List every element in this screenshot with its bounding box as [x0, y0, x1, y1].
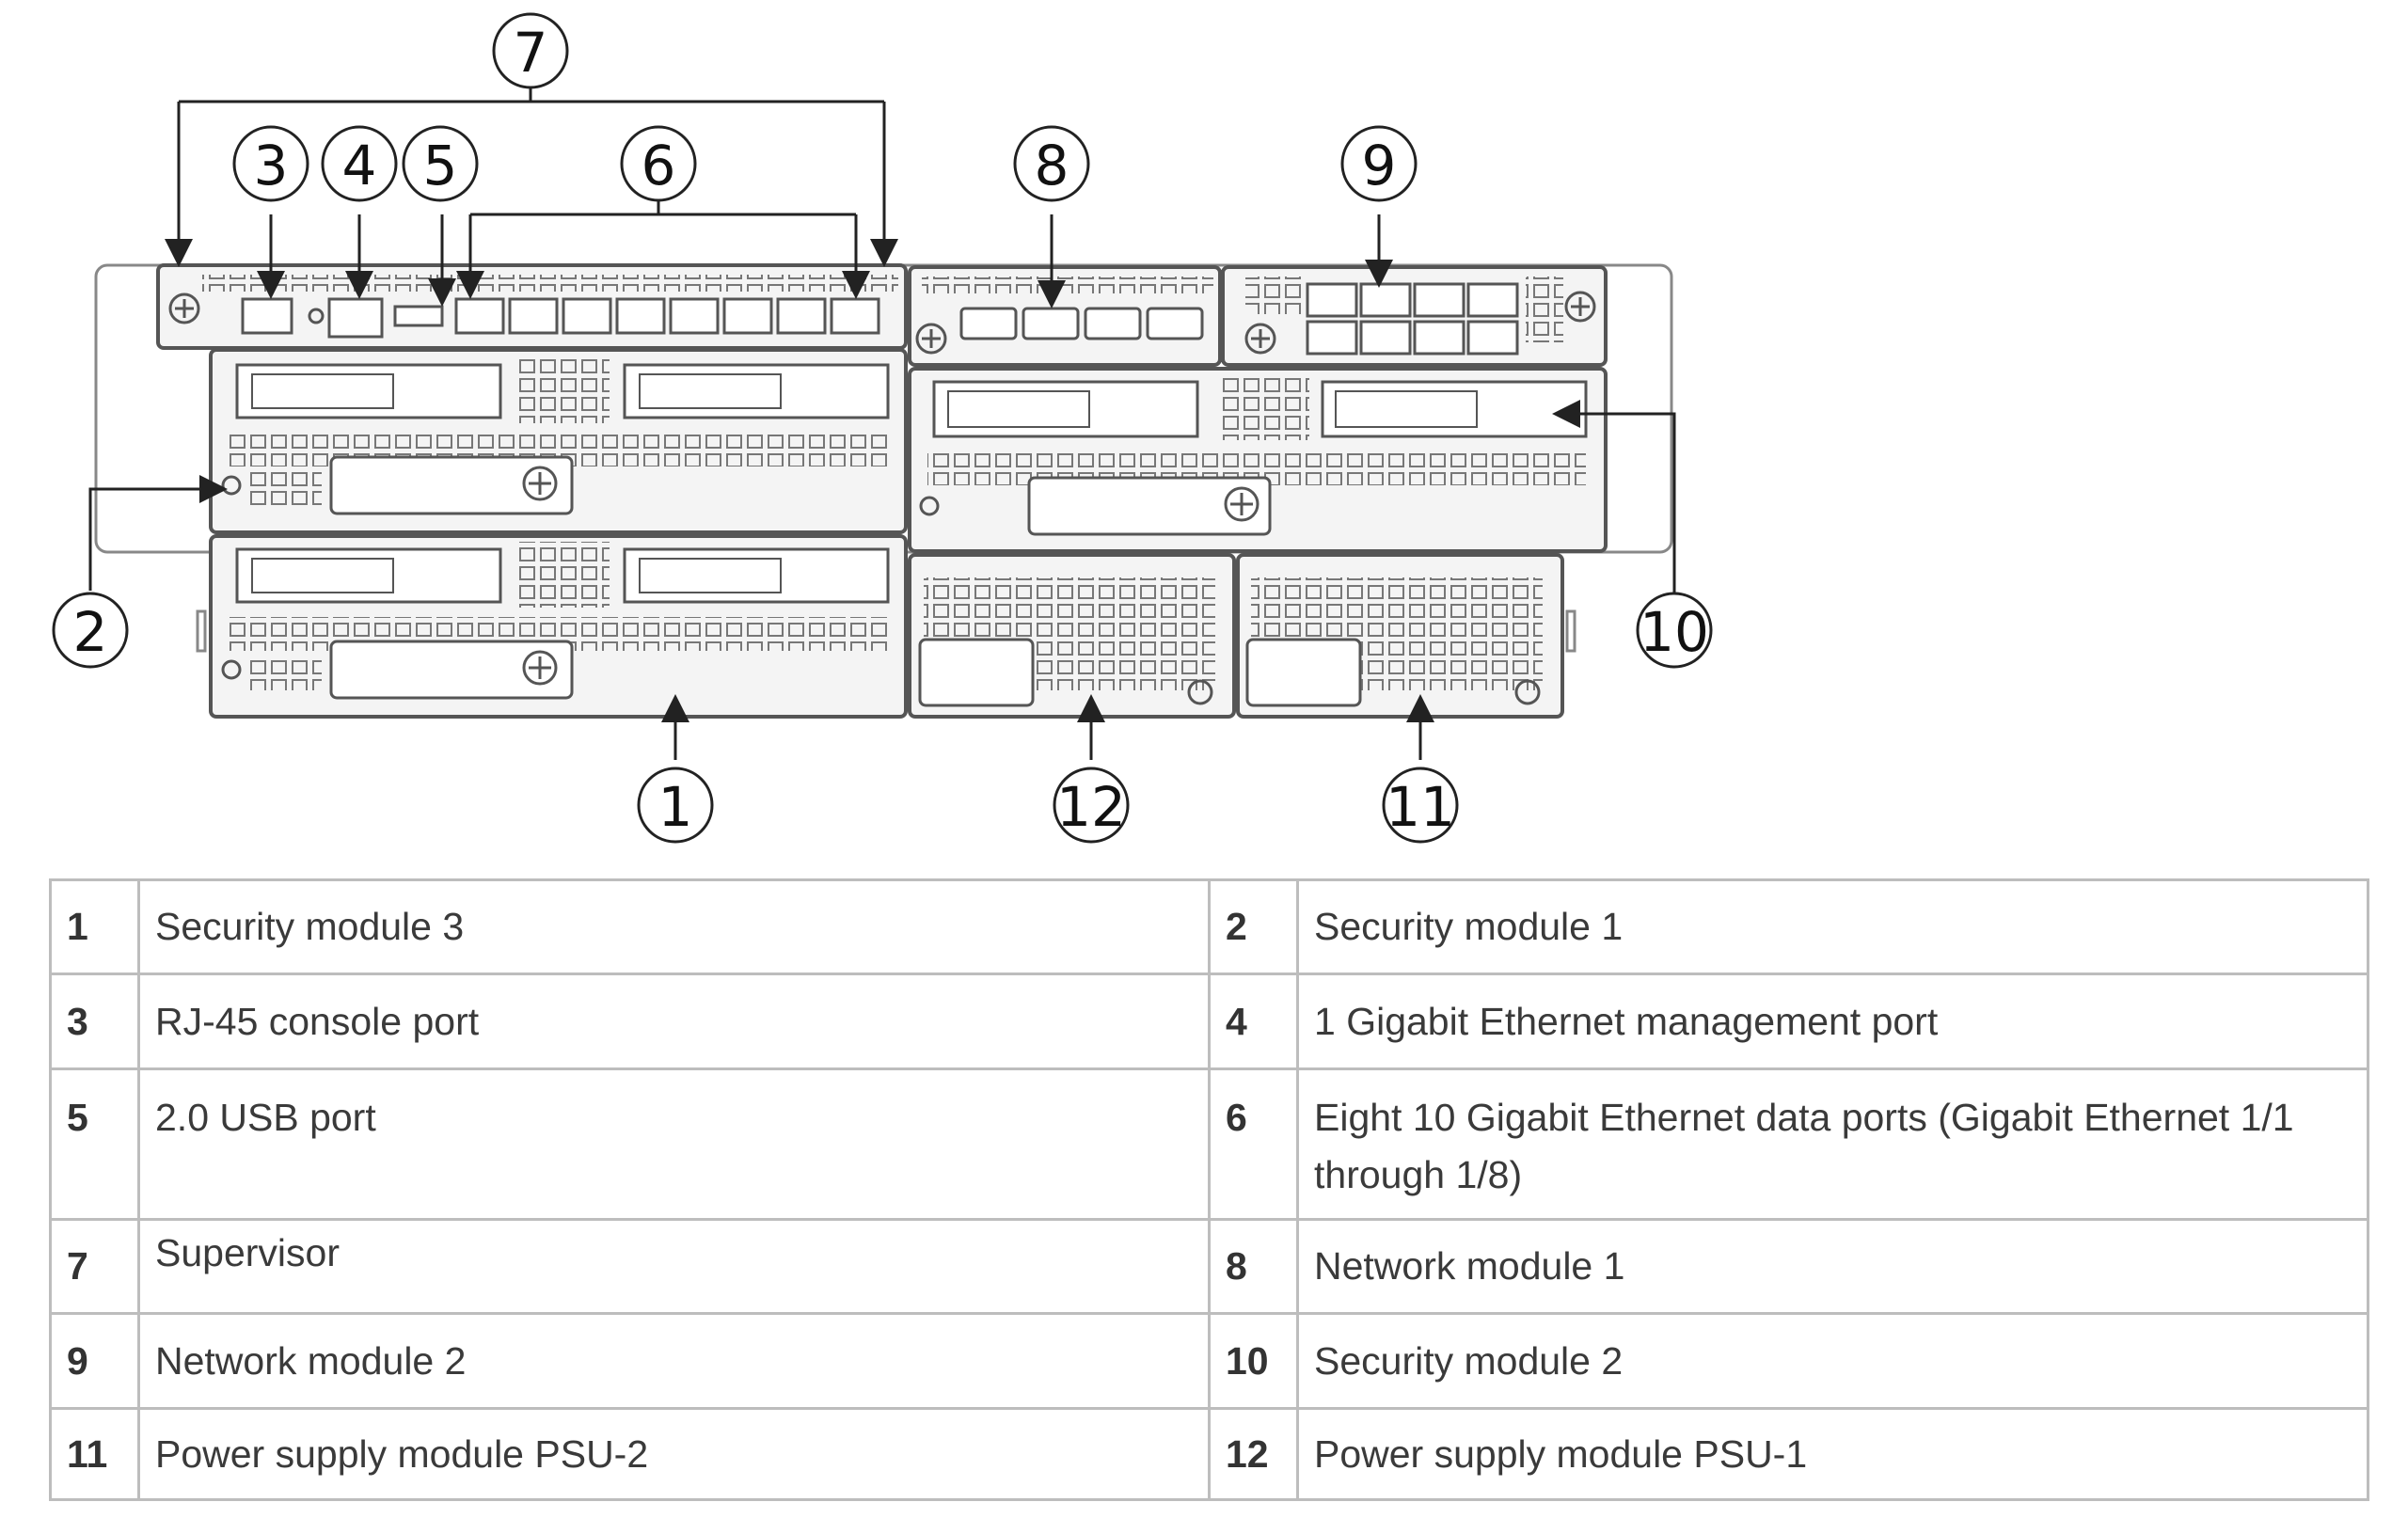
screw-icon: [915, 323, 947, 355]
legend-label: Network module 1: [1296, 1218, 2369, 1315]
security-module-2: [908, 367, 1608, 553]
legend-number: 7: [49, 1218, 140, 1315]
legend-label: Power supply module PSU-1: [1296, 1407, 2369, 1501]
chassis-diagram: 7 3 4 5 6 8 9 2 10 1 12 11: [52, 12, 1713, 844]
callout-9-label: 9: [1362, 134, 1397, 198]
callout-10: 10: [1636, 592, 1713, 669]
legend-number: 12: [1208, 1407, 1299, 1501]
legend-label: 1 Gigabit Ethernet management port: [1296, 972, 2369, 1070]
callout-6-label: 6: [642, 134, 676, 198]
security-module-3: [209, 534, 908, 719]
screw-icon: [168, 293, 200, 324]
callout-3: 3: [232, 125, 309, 202]
legend-label: Power supply module PSU-2: [137, 1407, 1211, 1501]
screw-icon: [522, 466, 558, 501]
psu-2: [1236, 553, 1564, 719]
callout-5: 5: [402, 125, 479, 202]
callout-8-label: 8: [1035, 134, 1069, 198]
legend-label: 2.0 USB port: [137, 1067, 1211, 1221]
supervisor-panel: [156, 263, 908, 350]
callout-3-label: 3: [254, 134, 289, 198]
network-module-1: [908, 265, 1222, 367]
callout-4: 4: [321, 125, 398, 202]
callout-5-label: 5: [423, 134, 458, 198]
screw-icon: [1564, 291, 1596, 323]
usb-port[interactable]: [393, 305, 444, 327]
legend-table: 1 Security module 3 2 Security module 1 …: [49, 878, 2369, 1501]
callout-1: 1: [637, 767, 714, 844]
legend-number: 2: [1208, 878, 1299, 975]
legend-label: Security module 3: [137, 878, 1211, 975]
callout-7: 7: [492, 12, 569, 89]
legend-label: Supervisor: [137, 1218, 1211, 1315]
console-port[interactable]: [241, 297, 293, 335]
legend-number: 1: [49, 878, 140, 975]
legend-row: 3 RJ-45 console port 4 1 Gigabit Etherne…: [49, 972, 2369, 1070]
callout-12-label: 12: [1056, 775, 1126, 839]
network-module-2: [1221, 265, 1608, 367]
legend-row: 7 Supervisor 8 Network module 1: [49, 1218, 2369, 1315]
callout-8: 8: [1013, 125, 1090, 202]
legend-number: 11: [49, 1407, 140, 1501]
management-port[interactable]: [327, 297, 384, 339]
callout-11-label: 11: [1386, 775, 1455, 839]
legend-row: 5 2.0 USB port 6 Eight 10 Gigabit Ethern…: [49, 1067, 2369, 1221]
legend-number: 10: [1208, 1312, 1299, 1410]
callout-6: 6: [620, 125, 697, 202]
security-module-1: [209, 348, 908, 534]
callout-7-label: 7: [514, 21, 548, 85]
callout-2-label: 2: [73, 600, 108, 664]
callout-10-label: 10: [1640, 600, 1709, 664]
legend-label: Network module 2: [137, 1312, 1211, 1410]
psu-1: [908, 553, 1236, 719]
legend-number: 5: [49, 1067, 140, 1221]
legend-label: Eight 10 Gigabit Ethernet data ports (Gi…: [1296, 1067, 2369, 1221]
legend-number: 4: [1208, 972, 1299, 1070]
legend-row: 11 Power supply module PSU-2 12 Power su…: [49, 1407, 2369, 1501]
screw-icon: [1244, 323, 1276, 355]
callout-9: 9: [1340, 125, 1418, 202]
leader-lines: [88, 81, 1676, 760]
legend-row: 1 Security module 3 2 Security module 1: [49, 878, 2369, 975]
legend-number: 9: [49, 1312, 140, 1410]
screw-icon: [522, 650, 558, 686]
legend-label: RJ-45 console port: [137, 972, 1211, 1070]
legend-label: Security module 1: [1296, 878, 2369, 975]
callout-12: 12: [1053, 767, 1130, 844]
callout-11: 11: [1382, 767, 1459, 844]
legend-number: 6: [1208, 1067, 1299, 1221]
legend-row: 9 Network module 2 10 Security module 2: [49, 1312, 2369, 1410]
screw-icon: [1224, 486, 1259, 522]
data-ports: [454, 297, 880, 335]
legend-number: 3: [49, 972, 140, 1070]
callout-1-label: 1: [658, 775, 693, 839]
legend-label: Security module 2: [1296, 1312, 2369, 1410]
callout-2: 2: [52, 592, 129, 669]
callout-4-label: 4: [342, 134, 377, 198]
legend-number: 8: [1208, 1218, 1299, 1315]
